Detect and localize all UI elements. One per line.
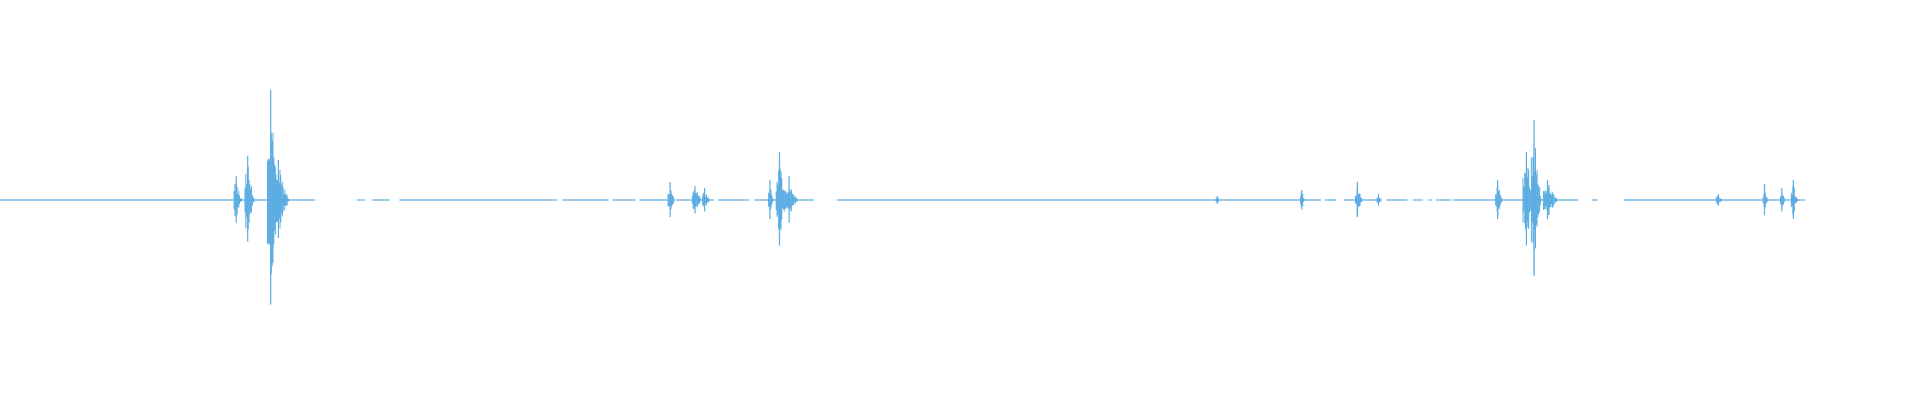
waveform-burst: [1215, 196, 1219, 204]
waveform-burst: [1779, 188, 1785, 212]
waveform-burst: [1299, 190, 1305, 210]
waveform-burst: [1715, 194, 1723, 206]
waveform-burst: [768, 180, 774, 219]
waveform-burst: [273, 160, 290, 238]
waveform-burst: [667, 182, 675, 218]
waveform-burst: [1762, 184, 1769, 216]
waveform-burst: [1530, 120, 1542, 276]
waveform-burst: [785, 176, 798, 223]
waveform-burst: [1790, 180, 1799, 219]
waveform-burst: [1354, 182, 1363, 218]
waveform-burst: [1495, 180, 1503, 219]
waveform-burst: [1376, 194, 1382, 206]
waveform-burst: [691, 186, 701, 214]
waveform-burst: [1543, 180, 1558, 219]
waveform-burst: [233, 176, 242, 223]
waveform-burst: [244, 156, 255, 242]
waveform-burst: [266, 90, 280, 305]
waveform-burst: [702, 188, 710, 212]
